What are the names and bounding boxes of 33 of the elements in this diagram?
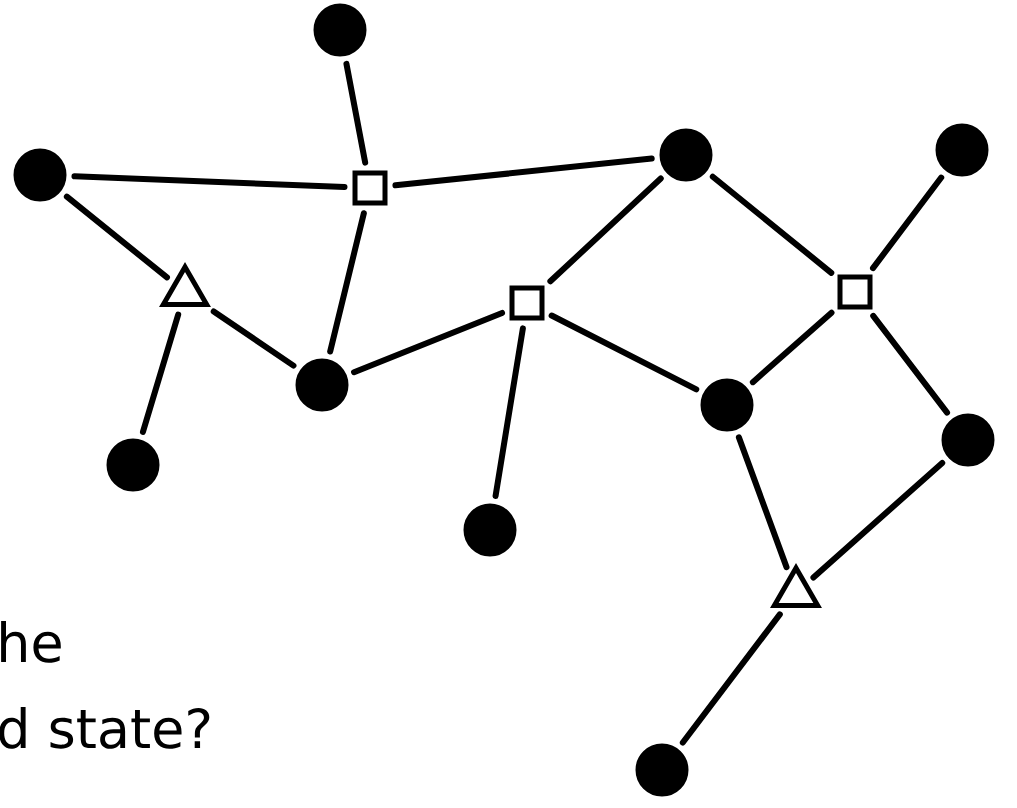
node-circle: [941, 413, 995, 467]
connector-line: [870, 174, 945, 272]
node-square: [352, 170, 388, 206]
connector-line: [343, 60, 369, 166]
node-circle: [313, 3, 367, 57]
node-circle: [700, 378, 754, 432]
node-circle: [635, 743, 689, 797]
connector-line: [392, 155, 655, 189]
node-circle: [13, 148, 67, 202]
connector-line: [327, 210, 367, 355]
node-square: [837, 274, 873, 310]
connector-line: [351, 309, 506, 376]
connector-line: [492, 325, 526, 499]
connector-line: [548, 312, 700, 393]
connector-line: [810, 459, 946, 581]
node-circle: [659, 128, 713, 182]
node-circle: [463, 503, 517, 557]
connector-line: [709, 173, 835, 276]
connector-line: [547, 175, 664, 285]
node-square: [509, 285, 545, 321]
connector-line: [870, 312, 951, 416]
question-text: he: [1, 620, 61, 663]
connector-line: [71, 173, 348, 190]
node-circle: [295, 358, 349, 412]
node-circle: [106, 438, 160, 492]
connector-line: [679, 611, 783, 746]
connector-line: [749, 309, 835, 386]
connector-line: [139, 311, 182, 435]
connector-line: [210, 308, 297, 369]
node-circle: [935, 123, 989, 177]
question-text: d state?: [0, 706, 210, 749]
connector-line: [63, 193, 170, 281]
connector-line: [735, 434, 790, 571]
